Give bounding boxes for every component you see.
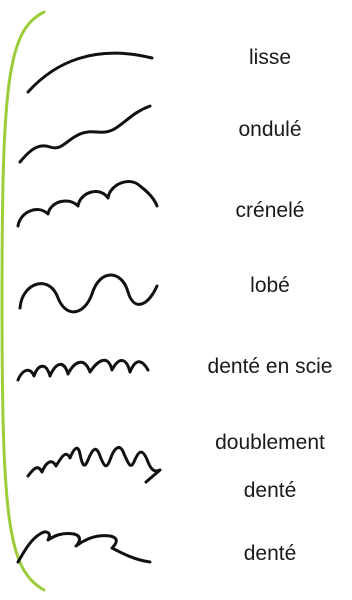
doubly-serrate-margin-icon [26,445,162,484]
label-dente-en-scie: denté en scie [207,355,333,378]
label-dente: denté [243,542,297,565]
dentate-margin-icon [16,530,152,564]
label-lobe: lobé [250,274,290,297]
label-doublement-dente: denté [243,479,297,502]
label-crenele: crénelé [235,199,305,222]
smooth-margin-icon [26,51,154,94]
accent-arc [0,10,46,592]
label-doublement: doublement [215,431,325,454]
label-ondule: ondulé [238,118,302,141]
label-lisse: lisse [248,46,292,69]
crenate-margin-icon [16,180,159,228]
lobed-margin-icon [18,273,159,314]
undulate-margin-icon [18,104,152,164]
serrate-margin-icon [16,358,150,382]
